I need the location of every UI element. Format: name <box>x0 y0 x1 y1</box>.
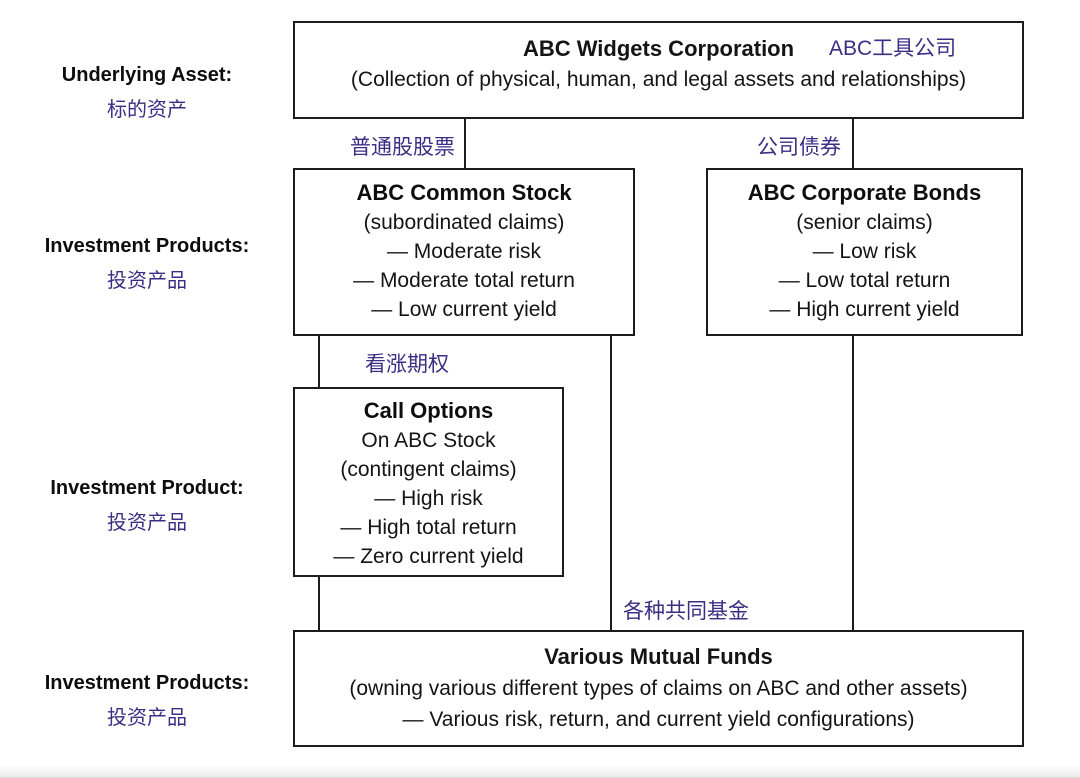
connector-corporation-to-corporate-bonds <box>852 119 854 168</box>
row-label-underlying-asset-zh: 标的资产 <box>107 99 187 121</box>
mutual-funds-line: (owning various different types of claim… <box>349 677 968 700</box>
window-bottom-strip <box>0 765 1080 778</box>
corporation-title: ABC Widgets Corporation <box>522 36 795 61</box>
connector-common-stock-to-call-options <box>318 336 320 387</box>
row-label-investment-products-2-zh: 投资产品 <box>107 707 187 729</box>
row-label-investment-products-2-en: Investment Products: <box>44 672 250 694</box>
common-stock-line: — Low current yield <box>371 298 557 321</box>
mutual-funds-line: — Various risk, return, and current yiel… <box>402 708 915 731</box>
corporate-bonds-line: — Low risk <box>812 240 917 263</box>
row-label-investment-products-1: Investment Products: 投资产品 <box>28 233 266 293</box>
row-label-underlying-asset-en: Underlying Asset: <box>61 64 233 86</box>
common-stock-title: ABC Common Stock <box>356 180 572 205</box>
mutual-funds-title: Various Mutual Funds <box>544 644 773 669</box>
connector-common-stock-to-mutual-funds <box>610 336 612 630</box>
row-label-underlying-asset: Underlying Asset: 标的资产 <box>28 62 266 122</box>
connector-label-corporate-bonds: 公司债券 <box>757 136 841 159</box>
call-options-line: On ABC Stock <box>361 429 496 452</box>
corporate-bonds-line: (senior claims) <box>796 211 933 234</box>
call-options-title: Call Options <box>363 398 494 423</box>
call-options-line: — High risk <box>374 487 483 510</box>
connector-label-call-options: 看涨期权 <box>365 353 449 376</box>
common-stock-line: (subordinated claims) <box>363 211 565 234</box>
box-call-options: Call Options On ABC Stock (contingent cl… <box>293 387 564 577</box>
common-stock-line: — Moderate total return <box>353 269 575 292</box>
connector-corporate-bonds-to-mutual-funds <box>852 336 854 630</box>
corporate-bonds-title: ABC Corporate Bonds <box>747 180 982 205</box>
row-label-investment-product-zh: 投资产品 <box>107 512 187 534</box>
box-abc-common-stock: ABC Common Stock (subordinated claims) —… <box>293 168 635 336</box>
call-options-line: (contingent claims) <box>340 458 517 481</box>
row-label-investment-products-2: Investment Products: 投资产品 <box>28 670 266 730</box>
call-options-line: — Zero current yield <box>333 545 524 568</box>
connector-corporation-to-common-stock <box>464 119 466 168</box>
corporate-bonds-line: — High current yield <box>769 298 960 321</box>
connector-label-common-stock: 普通股股票 <box>350 136 455 159</box>
box-abc-corporate-bonds: ABC Corporate Bonds (senior claims) — Lo… <box>706 168 1023 336</box>
row-label-investment-products-1-en: Investment Products: <box>44 235 250 257</box>
row-label-investment-products-1-zh: 投资产品 <box>107 270 187 292</box>
common-stock-line: — Moderate risk <box>386 240 542 263</box>
connector-label-mutual-funds: 各种共同基金 <box>623 600 749 623</box>
row-label-investment-product-en: Investment Product: <box>50 477 244 499</box>
box-abc-widgets-corporation: ABC Widgets Corporation ABC工具公司 (Collect… <box>293 21 1024 119</box>
call-options-line: — High total return <box>340 516 517 539</box>
corporation-title-row: ABC Widgets Corporation ABC工具公司 <box>295 34 1022 64</box>
corporate-bonds-line: — Low total return <box>778 269 951 292</box>
row-label-investment-product: Investment Product: 投资产品 <box>28 475 266 535</box>
corporation-subtitle: (Collection of physical, human, and lega… <box>350 68 967 91</box>
corporation-title-zh: ABC工具公司 <box>829 37 957 60</box>
box-various-mutual-funds: Various Mutual Funds (owning various dif… <box>293 630 1024 747</box>
connector-call-options-to-mutual-funds <box>318 577 320 630</box>
